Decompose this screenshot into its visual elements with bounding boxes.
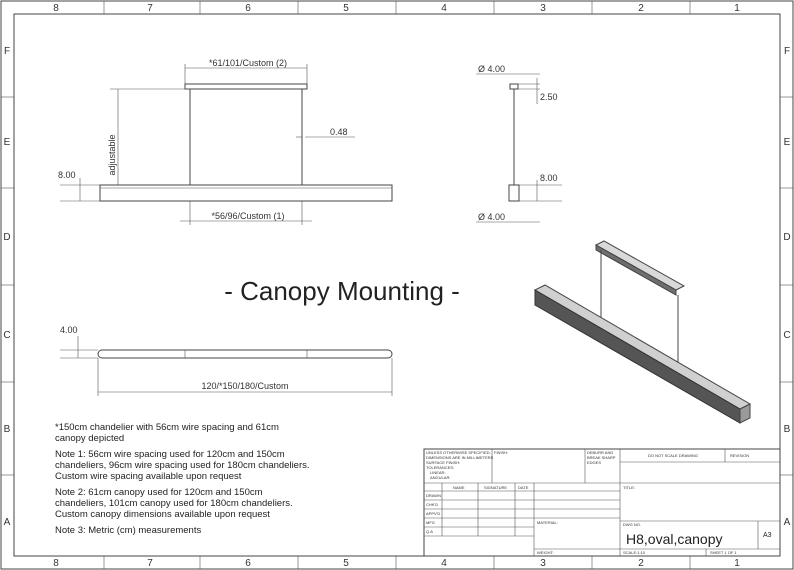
tb-do-not-scale: DO NOT SCALE DRAWING <box>648 453 698 458</box>
side-bar-end <box>508 184 520 202</box>
top-view: 4.00 120/*150/180/Custom <box>60 325 393 396</box>
tb-header-signature: SIGNATURE <box>484 485 507 490</box>
tb-material: MATERIAL: <box>537 520 558 525</box>
adjustable-label: adjustable <box>107 134 117 175</box>
row-label: E <box>4 137 11 148</box>
tb-role: CHK'D <box>426 502 438 507</box>
tb-dwg-no-label: DWG NO. <box>623 522 641 527</box>
tb-deburr-line: DEBURR AND <box>587 450 613 455</box>
row-label: C <box>3 330 10 341</box>
bar-height-label: 8.00 <box>58 170 76 180</box>
tb-sheet: SHEET 1 OF 1 <box>710 550 737 555</box>
col-label: 6 <box>245 558 251 569</box>
row-label: D <box>783 232 790 243</box>
length-label: 120/*150/180/Custom <box>201 381 288 391</box>
note-line: Custom wire spacing available upon reque… <box>55 471 242 482</box>
tb-revision: REVISION <box>730 453 749 458</box>
thickness-label: 4.00 <box>60 325 78 335</box>
iso-canopy-top <box>594 240 686 291</box>
row-label: D <box>3 232 10 243</box>
row-label: F <box>784 46 790 57</box>
wire-spacing-label: *56/96/Custom (1) <box>211 211 284 221</box>
title-block: UNLESS OTHERWISE SPECIFIED: DIMENSIONS A… <box>423 448 781 557</box>
row-label: C <box>783 330 790 341</box>
canopy-width-label: *61/101/Custom (2) <box>209 58 287 68</box>
col-label: 3 <box>540 558 546 569</box>
tb-unless-line: TOLERANCES: <box>426 465 454 470</box>
col-label: 5 <box>343 3 349 14</box>
col-label: 2 <box>638 3 644 14</box>
wire-offset-label: 0.48 <box>330 127 348 137</box>
iso-bar-end <box>739 403 751 424</box>
note-line: canopy depicted <box>55 433 124 444</box>
tb-role: APPV'D <box>426 511 440 516</box>
light-bar <box>99 184 393 202</box>
tb-unless-line: SURFACE FINISH: <box>426 460 460 465</box>
note-line: *150cm chandelier with 56cm wire spacing… <box>55 422 279 433</box>
row-label: B <box>784 424 791 435</box>
grid-labels-top: 8 7 6 5 4 3 2 1 <box>53 3 740 14</box>
side-canopy <box>509 83 519 90</box>
tb-header-name: NAME <box>453 485 465 490</box>
tb-title-label: TITLE: <box>623 485 635 490</box>
col-label: 3 <box>540 3 546 14</box>
col-label: 4 <box>441 558 447 569</box>
col-label: 7 <box>147 558 153 569</box>
tb-size: A3 <box>763 532 772 539</box>
tb-role: DRAWN <box>426 493 441 498</box>
tb-deburr-line: EDGES <box>587 460 601 465</box>
drawing-title: - Canopy Mounting - <box>224 276 460 306</box>
bottom-diameter-label: Ø 4.00 <box>478 212 505 222</box>
end-height-label: 8.00 <box>540 173 558 183</box>
note-line: Custom canopy dimensions available upon … <box>55 509 270 520</box>
row-label: F <box>4 46 10 57</box>
col-label: 4 <box>441 3 447 14</box>
grid-labels-bottom: 8 7 6 5 4 3 2 1 <box>53 558 740 569</box>
tb-finish: FINISH: <box>494 450 508 455</box>
side-view: Ø 4.00 2.50 8.00 Ø 4.00 <box>476 64 562 223</box>
col-label: 1 <box>734 558 740 569</box>
iso-canopy-side <box>595 244 677 296</box>
col-label: 1 <box>734 3 740 14</box>
note-line: chandeliers, 101cm canopy used for 180cm… <box>55 498 293 509</box>
tb-role: MFG <box>426 520 435 525</box>
row-label: A <box>784 517 791 528</box>
iso-bar-side <box>534 289 741 424</box>
note-line: Note 3: Metric (cm) measurements <box>55 525 201 536</box>
row-label: B <box>4 424 11 435</box>
top-bar <box>97 349 393 359</box>
top-diameter-label: Ø 4.00 <box>478 64 505 74</box>
note-line: Note 1: 56cm wire spacing used for 120cm… <box>55 449 285 460</box>
tb-unless-line: DIMENSIONS ARE IN MILLIMETERS <box>426 455 494 460</box>
canopy-plate <box>184 83 308 90</box>
tb-scale: SCALE:1:10 <box>623 550 646 555</box>
isometric-view <box>533 240 752 424</box>
note-line: chandeliers, 96cm wire spacing used for … <box>55 460 310 471</box>
col-label: 8 <box>53 558 59 569</box>
canopy-height-label: 2.50 <box>540 92 558 102</box>
note-line: Note 2: 61cm canopy used for 120cm and 1… <box>55 487 263 498</box>
row-label: A <box>4 517 11 528</box>
tb-unless-line: UNLESS OTHERWISE SPECIFIED: <box>426 450 491 455</box>
tb-role: Q.A <box>426 529 433 534</box>
col-label: 8 <box>53 3 59 14</box>
col-label: 6 <box>245 3 251 14</box>
notes: *150cm chandelier with 56cm wire spacing… <box>55 422 310 536</box>
tb-unless-line: LINEAR: <box>430 470 446 475</box>
tb-weight: WEIGHT: <box>537 550 554 555</box>
col-label: 7 <box>147 3 153 14</box>
tb-unless-line: ANGULAR: <box>430 475 450 480</box>
tb-deburr-line: BREAK SHARP <box>587 455 616 460</box>
iso-bar-top <box>533 284 752 410</box>
row-label: E <box>784 137 791 148</box>
col-label: 2 <box>638 558 644 569</box>
front-view: *61/101/Custom (2) *56/96/Custom (1) adj… <box>58 58 393 225</box>
grid-labels-right: F E D C B A <box>783 46 790 528</box>
tb-header-date: DATE <box>518 485 529 490</box>
grid-labels-left: F E D C B A <box>3 46 10 528</box>
tb-dwg-no: H8,oval,canopy <box>626 531 723 547</box>
col-label: 5 <box>343 558 349 569</box>
